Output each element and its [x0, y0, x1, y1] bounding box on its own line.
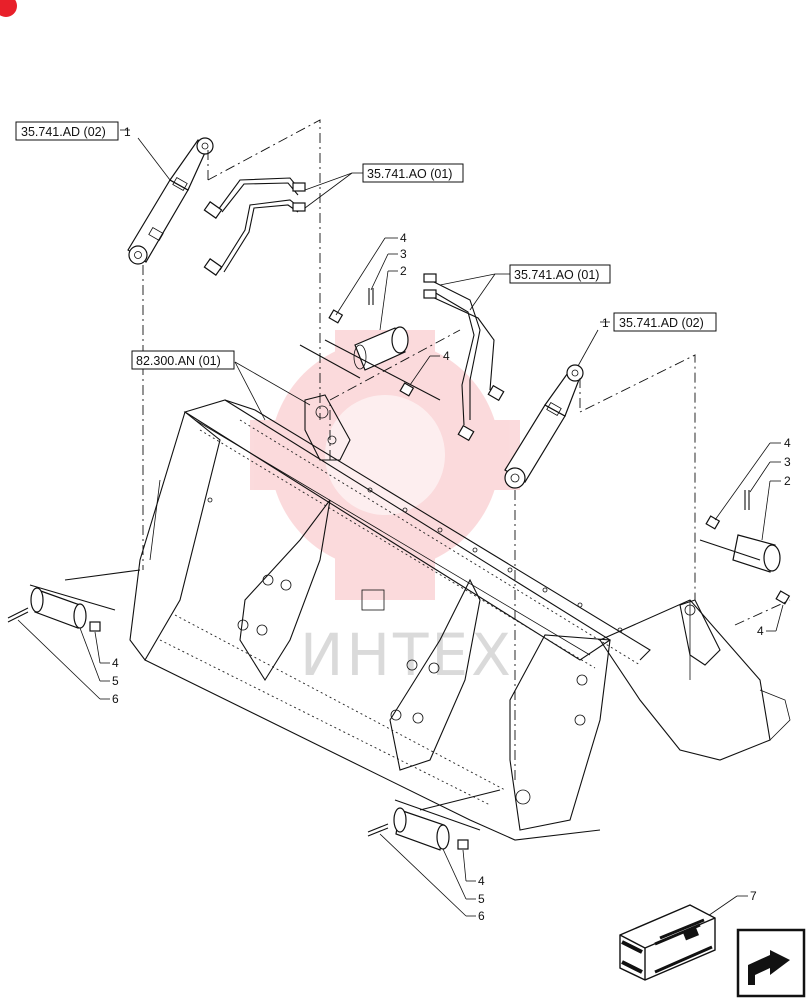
hydraulic-hose-middle	[423, 273, 505, 442]
reference-box-c[interactable]: 35.741.AO (01)	[509, 264, 611, 284]
reference-box-b[interactable]: 35.741.AO (01)	[362, 163, 464, 183]
hydraulic-cylinder-right	[504, 364, 584, 489]
item-number: 3	[400, 247, 407, 261]
item-numbers-lower-left: 4 5 6	[112, 656, 119, 706]
item-number: 7	[750, 889, 757, 903]
reference-box-e[interactable]: 82.300.AN (01)	[131, 350, 235, 370]
pin-ear	[304, 394, 351, 461]
reference-label: 35.741.AO (01)	[514, 268, 599, 282]
item-number: 1	[124, 125, 131, 139]
item-number: 5	[478, 892, 485, 906]
item-number: 4	[478, 874, 485, 888]
watermark-text: ИНТЕХ	[300, 621, 514, 689]
mount-bracket	[389, 578, 481, 771]
item-number: 4	[757, 624, 764, 638]
kit-crate-icon	[619, 904, 716, 981]
item-numbers-lower-mid: 4 5 6	[478, 874, 485, 923]
corner-logo-icon	[0, 0, 17, 17]
pin-set-lower-left	[7, 569, 141, 632]
item-number: 1	[602, 316, 609, 330]
guide-line	[329, 329, 461, 460]
reference-box-a[interactable]: 35.741.AD (02)	[15, 121, 119, 141]
bucket-assembly	[129, 394, 791, 841]
mount-bracket	[509, 634, 611, 831]
pin-set-upper-mid	[299, 288, 441, 401]
reference-label: 35.741.AO (01)	[367, 167, 452, 181]
pin-set-lower-mid	[367, 789, 501, 851]
item-number: 4	[784, 436, 791, 450]
pin-set-right	[699, 490, 791, 626]
item-numbers-upper-mid: 4 3 2 4	[400, 231, 450, 363]
reference-label: 82.300.AN (01)	[136, 354, 221, 368]
hydraulic-cylinder-left	[127, 137, 214, 265]
pin-ear	[679, 599, 721, 666]
item-number: 5	[112, 674, 119, 688]
guide-line	[579, 354, 696, 600]
reference-label: 35.741.AD (02)	[619, 316, 704, 330]
reference-label: 35.741.AD (02)	[21, 125, 106, 139]
item-number: 6	[112, 692, 119, 706]
item-number: 4	[112, 656, 119, 670]
item-numbers-right: 4 3 2 4	[757, 436, 791, 638]
hydraulic-hose-left	[203, 177, 306, 276]
reference-box-d[interactable]: 35.741.AD (02)	[613, 312, 717, 332]
leader-lines	[17, 129, 784, 919]
watermark: ИНТЕХ	[250, 330, 520, 689]
guide-line	[207, 119, 321, 420]
navigation-arrow-icon[interactable]	[736, 928, 806, 998]
item-number: 4	[443, 349, 450, 363]
item-number: 2	[400, 264, 407, 278]
item-number: 3	[784, 455, 791, 469]
item-number: 2	[784, 474, 791, 488]
mount-bracket	[237, 499, 331, 682]
item-number: 4	[400, 231, 407, 245]
item-number: 6	[478, 909, 485, 923]
